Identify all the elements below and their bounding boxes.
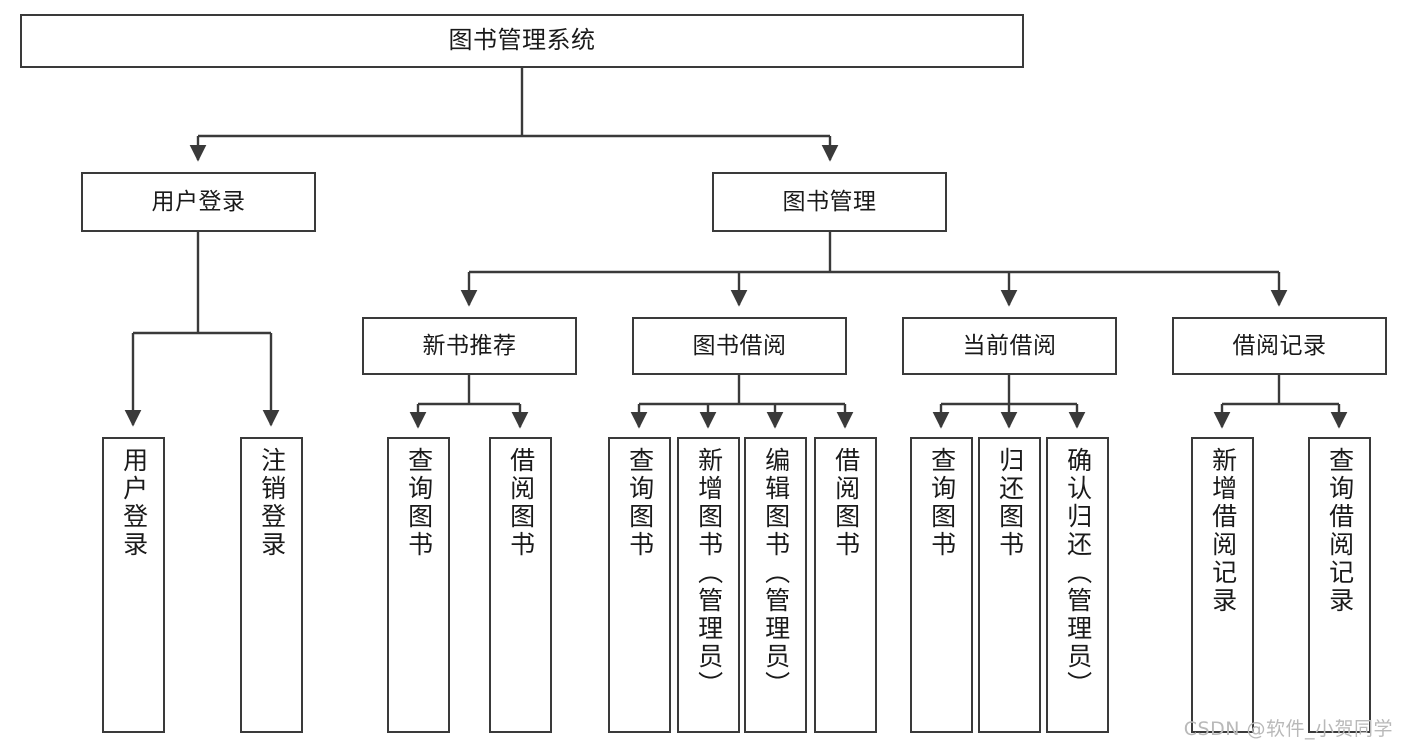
node-root-system[interactable]: 图书管理系统	[20, 14, 1024, 68]
leaf-user-login-login[interactable]: 用户登录	[102, 437, 165, 733]
watermark-text: CSDN @软件_小贺同学	[1183, 718, 1393, 740]
leaf-new-book-query[interactable]: 查询图书	[387, 437, 450, 733]
leaf-new-book-borrow-label: 借阅图书	[506, 447, 536, 559]
leaf-user-login-logout[interactable]: 注销登录	[240, 437, 303, 733]
node-new-book-recommend[interactable]: 新书推荐	[362, 317, 577, 375]
node-user-login[interactable]: 用户登录	[81, 172, 316, 232]
leaf-user-login-logout-label: 注销登录	[257, 447, 287, 559]
leaf-new-book-query-label: 查询图书	[404, 447, 434, 559]
leaf-book-borrow-add-label: 新增图书（管理员）	[694, 447, 724, 699]
leaf-book-borrow-borrow-label: 借阅图书	[831, 447, 861, 559]
node-borrow-record-label: 借阅记录	[1232, 332, 1327, 359]
node-user-login-label: 用户登录	[151, 188, 246, 215]
leaf-book-borrow-edit[interactable]: 编辑图书（管理员）	[744, 437, 807, 733]
node-root-system-label: 图书管理系统	[448, 26, 596, 55]
node-new-book-recommend-label: 新书推荐	[422, 332, 517, 359]
leaf-book-borrow-borrow[interactable]: 借阅图书	[814, 437, 877, 733]
node-book-management[interactable]: 图书管理	[712, 172, 947, 232]
leaf-borrow-record-query-label: 查询借阅记录	[1325, 447, 1355, 615]
leaf-borrow-record-query[interactable]: 查询借阅记录	[1308, 437, 1371, 733]
leaf-current-borrow-query-label: 查询图书	[927, 447, 957, 559]
node-current-borrow-label: 当前借阅	[962, 332, 1057, 359]
node-book-borrow-label: 图书借阅	[692, 332, 787, 359]
leaf-book-borrow-query-label: 查询图书	[625, 447, 655, 559]
leaf-book-borrow-edit-label: 编辑图书（管理员）	[761, 447, 791, 699]
leaf-borrow-record-add-label: 新增借阅记录	[1208, 447, 1238, 615]
leaf-current-borrow-confirm[interactable]: 确认归还（管理员）	[1046, 437, 1109, 733]
node-current-borrow[interactable]: 当前借阅	[902, 317, 1117, 375]
leaf-new-book-borrow[interactable]: 借阅图书	[489, 437, 552, 733]
leaf-book-borrow-add[interactable]: 新增图书（管理员）	[677, 437, 740, 733]
leaf-book-borrow-query[interactable]: 查询图书	[608, 437, 671, 733]
leaf-borrow-record-add[interactable]: 新增借阅记录	[1191, 437, 1254, 733]
node-borrow-record[interactable]: 借阅记录	[1172, 317, 1387, 375]
node-book-management-label: 图书管理	[782, 188, 877, 215]
leaf-current-borrow-return[interactable]: 归还图书	[978, 437, 1041, 733]
node-book-borrow[interactable]: 图书借阅	[632, 317, 847, 375]
leaf-user-login-login-label: 用户登录	[119, 447, 149, 559]
leaf-current-borrow-query[interactable]: 查询图书	[910, 437, 973, 733]
leaf-current-borrow-confirm-label: 确认归还（管理员）	[1063, 447, 1093, 699]
leaf-current-borrow-return-label: 归还图书	[995, 447, 1025, 559]
